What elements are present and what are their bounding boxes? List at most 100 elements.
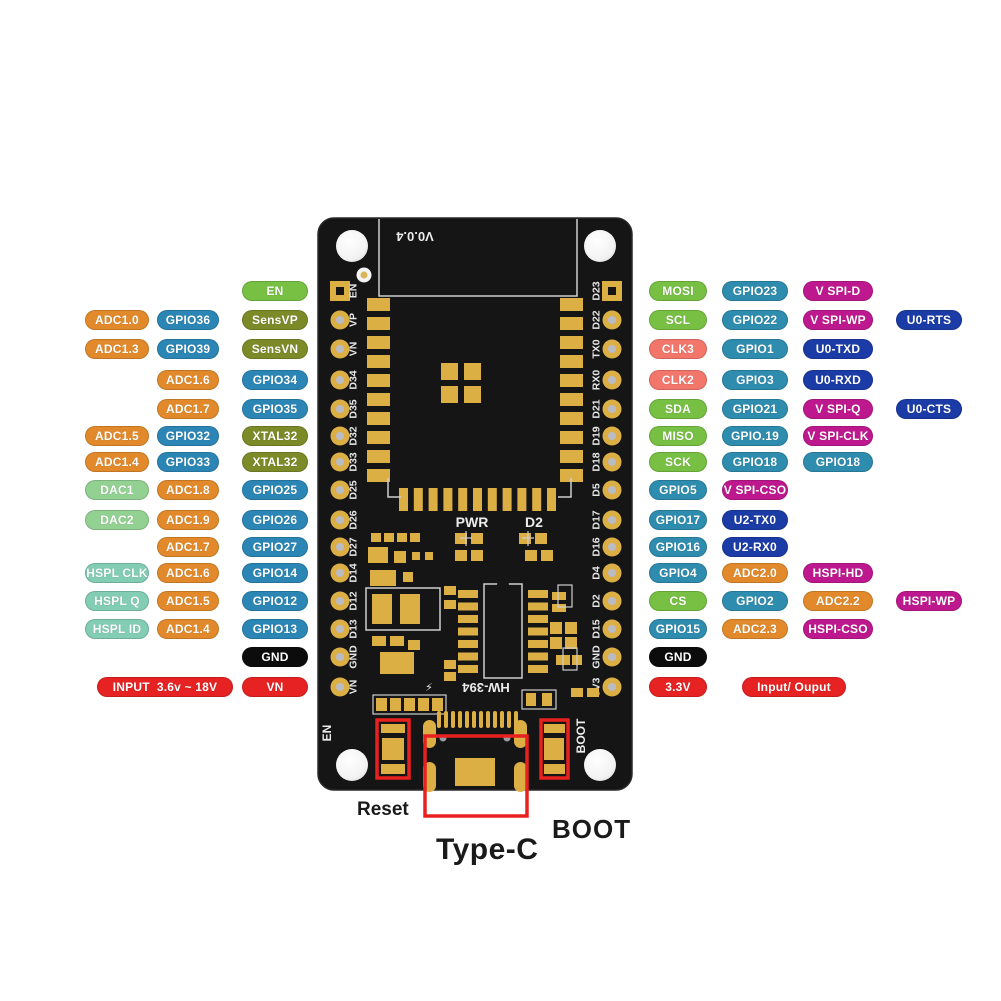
d2-silk-label: D2 bbox=[525, 514, 543, 530]
silk-pin-right-d18: D18 bbox=[591, 452, 603, 471]
pin-badge-u2-rx0: U2-RX0 bbox=[722, 537, 788, 557]
silk-pin-left-d25: D25 bbox=[348, 480, 360, 499]
pin-badge-gpio36: GPIO36 bbox=[157, 310, 219, 330]
silk-pin-left-d13: D13 bbox=[348, 619, 360, 638]
pin-badge-mosi: MOSI bbox=[649, 281, 707, 301]
pin-badge-adc1-7: ADC1.7 bbox=[157, 537, 219, 557]
silk-pin-right-d23: D23 bbox=[591, 281, 603, 300]
pin-badge-gpio5: GPIO5 bbox=[649, 480, 707, 500]
d2-led-symbol bbox=[522, 531, 534, 546]
pin-badge-u0-txd: U0-TXD bbox=[803, 339, 873, 359]
pin-badge-gpio27: GPIO27 bbox=[242, 537, 308, 557]
pin-badge-cs: CS bbox=[649, 591, 707, 611]
pin-badge-adc1-3: ADC1.3 bbox=[85, 339, 149, 359]
pin-badge-adc1-8: ADC1.8 bbox=[157, 480, 219, 500]
pin-badge-adc2-0: ADC2.0 bbox=[722, 563, 788, 583]
pin-badge-dac2: DAC2 bbox=[85, 510, 149, 530]
pwr-silk-label: PWR bbox=[456, 514, 489, 530]
pin-badge-gpio1: GPIO1 bbox=[722, 339, 788, 359]
pin-badge-adc1-4: ADC1.4 bbox=[157, 619, 219, 639]
pin-badge-adc1-6: ADC1.6 bbox=[157, 370, 219, 390]
pin-badge-u0-rts: U0-RTS bbox=[896, 310, 962, 330]
silk-pin-right-d2: D2 bbox=[591, 594, 603, 608]
pin-badge-adc2-3: ADC2.3 bbox=[722, 619, 788, 639]
silk-pin-left-d32: D32 bbox=[348, 426, 360, 445]
pin-badge-miso: MISO bbox=[649, 426, 707, 446]
pin-badge-gpio16: GPIO16 bbox=[649, 537, 707, 557]
pin-badge-input-3-6v-18v: INPUT 3.6v ~ 18V bbox=[97, 677, 233, 697]
pin-badge-hspi-cso: HSPI-CSO bbox=[803, 619, 873, 639]
version-silk-text: V0.0.4 bbox=[395, 229, 433, 244]
silk-bracket-right bbox=[558, 478, 572, 498]
silk-bracket-left bbox=[387, 478, 401, 498]
pin-badge-scl: SCL bbox=[649, 310, 707, 330]
pin-badge-hspi-hd: HSPI-HD bbox=[803, 563, 873, 583]
silk-pin-right-d16: D16 bbox=[591, 537, 603, 556]
pin-badge-gpio14: GPIO14 bbox=[242, 563, 308, 583]
pin-badge-v-spi-wp: V SPI-WP bbox=[803, 310, 873, 330]
silk-pin-right-d21: D21 bbox=[591, 399, 603, 418]
silk-pin-left-d34: D34 bbox=[348, 370, 360, 389]
pin-badge-hspl-id: HSPL ID bbox=[85, 619, 149, 639]
pin-badge-gpio21: GPIO21 bbox=[722, 399, 788, 419]
pin-badge-vn: VN bbox=[242, 677, 308, 697]
usb-typec-connector bbox=[423, 711, 527, 792]
silk-pin-left-vp: VP bbox=[348, 313, 360, 327]
pin-badge-hspl-clk: HSPL CLK bbox=[85, 563, 149, 583]
pin-badge-gpio18: GPIO18 bbox=[803, 452, 873, 472]
boot-highlight-box bbox=[539, 718, 570, 780]
pin-badge-adc1-6: ADC1.6 bbox=[157, 563, 219, 583]
pin-badge-adc2-2: ADC2.2 bbox=[803, 591, 873, 611]
pin-badge-adc1-9: ADC1.9 bbox=[157, 510, 219, 530]
silk-pin-left-gnd: GND bbox=[348, 645, 360, 669]
silk-pin-left-d12: D12 bbox=[348, 591, 360, 610]
pin-badge-adc1-5: ADC1.5 bbox=[85, 426, 149, 446]
pin-badge-gpio17: GPIO17 bbox=[649, 510, 707, 530]
esp32-module-pads bbox=[367, 298, 583, 511]
pin-badge-u2-tx0: U2-TX0 bbox=[722, 510, 788, 530]
silk-pin-left-d27: D27 bbox=[348, 537, 360, 556]
silk-pin-left-d33: D33 bbox=[348, 452, 360, 471]
typec-annotation-label: Type-C bbox=[436, 833, 539, 866]
antenna-outline bbox=[378, 219, 578, 297]
silk-pin-left-en: EN bbox=[348, 284, 360, 299]
usb-uart-ic bbox=[483, 579, 523, 679]
silk-pin-left-vn: VN bbox=[348, 680, 360, 695]
regulator-outline bbox=[365, 587, 441, 631]
pin-badge-adc1-5: ADC1.5 bbox=[157, 591, 219, 611]
pin-badge-hspi-wp: HSPI-WP bbox=[896, 591, 962, 611]
pin-badge-gpio4: GPIO4 bbox=[649, 563, 707, 583]
edge-pin-labels: ENVPVND34D35D32D33D25D26D27D14D12D13GNDV… bbox=[348, 281, 603, 696]
reset-button-pads bbox=[381, 724, 405, 774]
mounting-holes bbox=[336, 230, 616, 781]
pin-badge-gnd: GND bbox=[649, 647, 707, 667]
boot-annotation-label: BOOT bbox=[552, 814, 632, 844]
pin-badge-3-3v: 3.3V bbox=[649, 677, 707, 697]
pin-badge-gpio23: GPIO23 bbox=[722, 281, 788, 301]
silk-pin-right-gnd: GND bbox=[591, 645, 603, 669]
pin-badge-xtal32: XTAL32 bbox=[242, 426, 308, 446]
silk-pin-right-d4: D4 bbox=[591, 566, 603, 580]
pin-badge-gpio35: GPIO35 bbox=[242, 399, 308, 419]
model-silk-text: HW-394 bbox=[462, 680, 510, 695]
silk-pin-right-d22: D22 bbox=[591, 310, 603, 329]
pin-badge-sensvn: SensVN bbox=[242, 339, 308, 359]
pin-badge-gpio15: GPIO15 bbox=[649, 619, 707, 639]
pin-badge-sensvp: SensVP bbox=[242, 310, 308, 330]
pwr-led-symbol bbox=[460, 531, 472, 546]
pin-badge-gpio2: GPIO2 bbox=[722, 591, 788, 611]
pin-badge-v-spi-cso: V SPI-CSO bbox=[722, 480, 788, 500]
pin-badge-gpio34: GPIO34 bbox=[242, 370, 308, 390]
pin-badge-v-spi-q: V SPI-Q bbox=[803, 399, 873, 419]
smd-components bbox=[368, 533, 599, 715]
module-center-pads bbox=[441, 363, 481, 403]
pin-badge-dac1: DAC1 bbox=[85, 480, 149, 500]
pin-badge-gpio12: GPIO12 bbox=[242, 591, 308, 611]
silk-pin-right-d19: D19 bbox=[591, 426, 603, 445]
boot-button-pads bbox=[544, 724, 565, 774]
pin-badge-v-spi-d: V SPI-D bbox=[803, 281, 873, 301]
pin-badge-adc1-0: ADC1.0 bbox=[85, 310, 149, 330]
pin-badge-v-spi-clk: V SPI-CLK bbox=[803, 426, 873, 446]
pin-badge-gpio33: GPIO33 bbox=[157, 452, 219, 472]
